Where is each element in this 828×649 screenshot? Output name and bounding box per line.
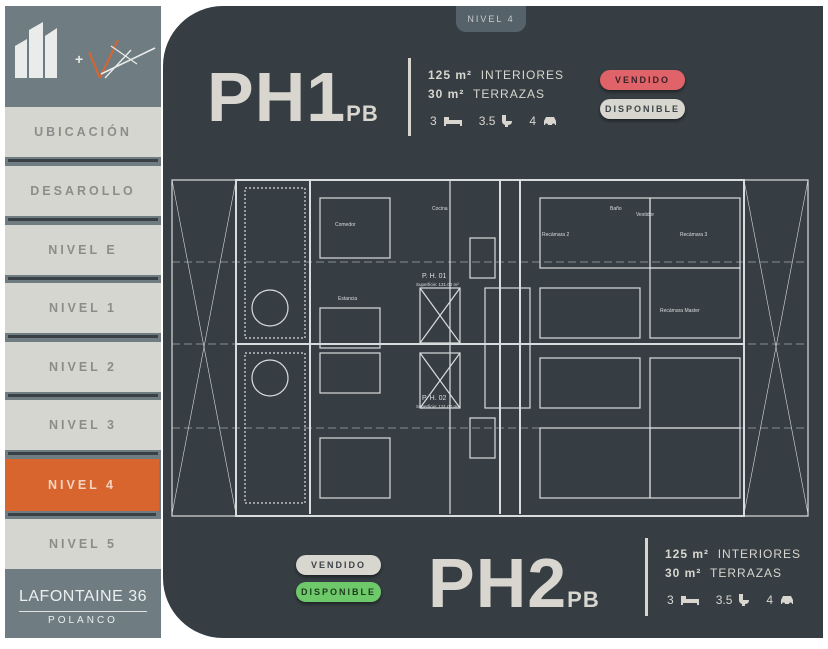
- svg-text:Comedor: Comedor: [335, 222, 356, 228]
- nav-item-label: NIVEL 2: [48, 360, 117, 374]
- nav-item-label: NIVEL E: [48, 243, 118, 257]
- ph2-suffix: PB: [567, 587, 600, 612]
- ph2-title-text: PH2: [428, 544, 568, 622]
- svg-text:Estancia: Estancia: [338, 296, 357, 302]
- svg-text:Vestidor: Vestidor: [636, 212, 654, 218]
- nav-item-label: NIVEL 3: [48, 418, 117, 432]
- ph1-title: PH1PB: [207, 62, 379, 132]
- nav-item-nivel-2[interactable]: NIVEL 2: [5, 342, 161, 397]
- sidebar: + UBICACIÓN DESAROLLO NIVEL E NIVEL 1 NI…: [5, 6, 161, 638]
- nav-item-label: NIVEL 1: [48, 301, 117, 315]
- ph2-divider: [645, 538, 648, 616]
- ph1-suffix: PB: [346, 101, 379, 126]
- toilet-icon: [739, 594, 750, 606]
- nav-item-nivel-4[interactable]: NIVEL 4: [5, 459, 159, 516]
- ph2-amenities: 3 3.5 4: [667, 593, 795, 607]
- svg-text:+: +: [75, 51, 83, 67]
- svg-text:P. H. 01: P. H. 01: [422, 273, 446, 280]
- svg-text:P. H. 02: P. H. 02: [422, 395, 446, 402]
- svg-text:Superficie: 131.00 m²: Superficie: 131.00 m²: [416, 282, 459, 287]
- toilet-icon: [502, 115, 513, 127]
- nav-item-label: UBICACIÓN: [34, 125, 132, 139]
- ph2-terrace: 30 m² TERRAZAS: [665, 566, 783, 580]
- ph1-divider: [408, 58, 411, 136]
- nav-item-label: NIVEL 4: [47, 478, 116, 492]
- ph2-title: PH2PB: [428, 548, 600, 618]
- svg-text:Recámara 3: Recámara 3: [680, 232, 707, 238]
- ph1-available-button[interactable]: DISPONIBLE: [600, 99, 685, 119]
- svg-text:Baño: Baño: [610, 206, 622, 212]
- svg-text:Superficie: 131.00 m²: Superficie: 131.00 m²: [416, 404, 459, 409]
- ph1-terrace: 30 m² TERRAZAS: [428, 87, 546, 101]
- ph2-available-button[interactable]: DISPONIBLE: [296, 582, 381, 602]
- brand-block: LAFONTAINE 36 POLANCO: [5, 572, 161, 638]
- nav-item-nivel-e[interactable]: NIVEL E: [5, 225, 161, 280]
- car-icon: [781, 596, 794, 606]
- bed-icon: [680, 596, 699, 605]
- ph1-interior: 125 m² INTERIORES: [428, 68, 565, 82]
- nav-item-desarollo[interactable]: DESAROLLO: [5, 166, 161, 221]
- svg-text:Recámara Master: Recámara Master: [660, 308, 700, 314]
- ph2-interior: 125 m² INTERIORES: [665, 547, 802, 561]
- ph2-sold-button[interactable]: VENDIDO: [296, 555, 381, 575]
- main-panel: [163, 6, 823, 638]
- level-tab: NIVEL 4: [456, 6, 526, 32]
- ph1-amenities: 3 3.5 4: [430, 114, 558, 128]
- car-icon: [544, 117, 557, 127]
- logo: +: [15, 22, 156, 79]
- brand-subtitle: POLANCO: [48, 615, 118, 626]
- bed-icon: [443, 117, 462, 126]
- brand-divider: [19, 611, 147, 612]
- nav-item-nivel-5[interactable]: NIVEL 5: [5, 519, 161, 569]
- ph1-title-text: PH1: [207, 58, 347, 136]
- brand-name: LAFONTAINE 36: [18, 588, 147, 605]
- nav-item-nivel-3[interactable]: NIVEL 3: [5, 400, 161, 455]
- nav-item-nivel-1[interactable]: NIVEL 1: [5, 283, 161, 338]
- nav-item-label: NIVEL 5: [48, 537, 117, 551]
- floor-plan: P. H. 01 Superficie: 131.00 m² P. H. 02 …: [171, 179, 809, 517]
- svg-text:Recámara 2: Recámara 2: [542, 232, 569, 238]
- ph1-sold-button[interactable]: VENDIDO: [600, 70, 685, 90]
- nav-item-ubicacion[interactable]: UBICACIÓN: [5, 107, 161, 162]
- svg-text:Cocina: Cocina: [432, 206, 448, 212]
- nav-item-label: DESAROLLO: [30, 184, 136, 198]
